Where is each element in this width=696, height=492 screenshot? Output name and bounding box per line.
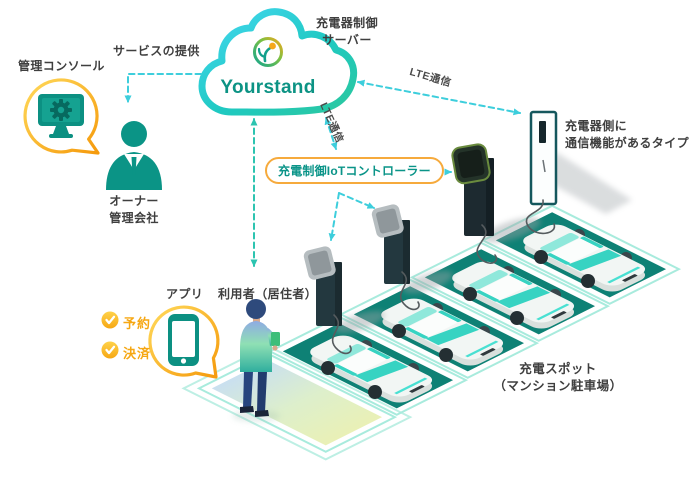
ev-charger-icon-2 [370, 203, 410, 284]
resident-illustration [232, 299, 280, 422]
spot-label: 充電スポット （マンション駐車場） [493, 362, 623, 394]
service-arrow [124, 73, 202, 103]
payment-label: 決済 [123, 346, 152, 361]
console-speech-bubble [23, 78, 100, 155]
check-icon-reserve [101, 311, 119, 329]
app-label: アプリ [166, 287, 204, 301]
iot-label: 充電制御IoTコントローラー [278, 164, 431, 178]
charging-cables [331, 199, 556, 355]
brand-text: Yourstand [220, 77, 315, 98]
smart-charger-icon [529, 110, 558, 206]
reserve-label: 予約 [123, 316, 152, 331]
yourstand-logo-icon [253, 37, 283, 67]
cloud-server: Yourstand [198, 8, 358, 116]
cloud-charger-lte-arrow [357, 79, 521, 116]
service-label: サービスの提供 [113, 44, 200, 58]
check-icon-payment [101, 341, 119, 359]
app-speech-bubble [148, 305, 220, 379]
owner-person-icon [106, 121, 162, 190]
user-label: 利用者（居住者） [218, 287, 318, 301]
smartphone-icon [168, 314, 199, 366]
monitor-icon [38, 94, 84, 138]
iot-controller-box: 充電制御IoTコントローラー [265, 157, 444, 184]
server-label: 充電器制御 サーバー [315, 16, 378, 47]
ev-charger-icon-3 [451, 143, 494, 236]
owner-label: オーナー 管理会社 [109, 194, 159, 225]
charger-comm-label: 充電器側に 通信機能があるタイプ [565, 119, 690, 150]
iot-to-charger1-arrow [328, 192, 340, 241]
gear-icon [50, 99, 72, 121]
cloud-iot-arrow [324, 117, 338, 150]
iot-to-charger2-arrow [338, 192, 375, 209]
console-label: 管理コンソール [18, 59, 105, 73]
